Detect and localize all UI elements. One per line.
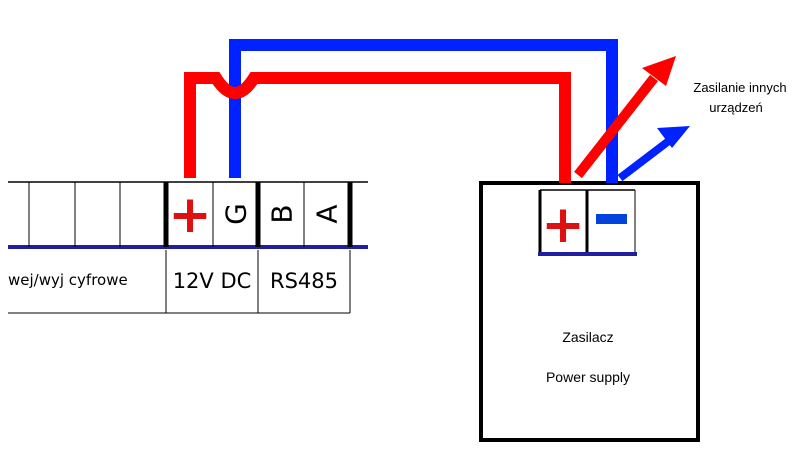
wires: [184, 39, 690, 183]
annotation: Zasilanie innych urządzeń: [693, 80, 786, 115]
negative-arrowhead: [657, 126, 690, 148]
positive-wire-hop: [210, 72, 262, 99]
ps-plus-symbol: +: [541, 195, 585, 255]
caption-digital-io: wej/wyj cyfrowe: [8, 271, 128, 289]
ps-title-pl: Zasilacz: [562, 329, 613, 345]
terminal-label-g: G: [220, 203, 253, 225]
ps-minus-symbol: [596, 214, 627, 224]
terminal-block: + G B A wej/wyj cyfrowe 12V DC RS485: [8, 181, 368, 314]
annotation-line-2: urządzeń: [709, 100, 762, 115]
negative-wire: [229, 39, 618, 183]
annotation-line-1: Zasilanie innych: [693, 80, 786, 95]
caption-rs485: RS485: [270, 269, 338, 293]
positive-arrowhead: [642, 56, 676, 86]
ps-title-en: Power supply: [546, 369, 630, 385]
power-supply-box: [479, 181, 700, 442]
power-supply: + - Zasilacz Power supply: [479, 181, 700, 442]
positive-output-arrow: [574, 74, 658, 179]
terminal-label-b: B: [266, 204, 299, 223]
terminal-label-a: A: [311, 204, 344, 223]
caption-12v-dc: 12V DC: [173, 269, 252, 293]
negative-output-arrow: [617, 136, 673, 182]
terminal-plus-symbol: +: [168, 185, 212, 245]
